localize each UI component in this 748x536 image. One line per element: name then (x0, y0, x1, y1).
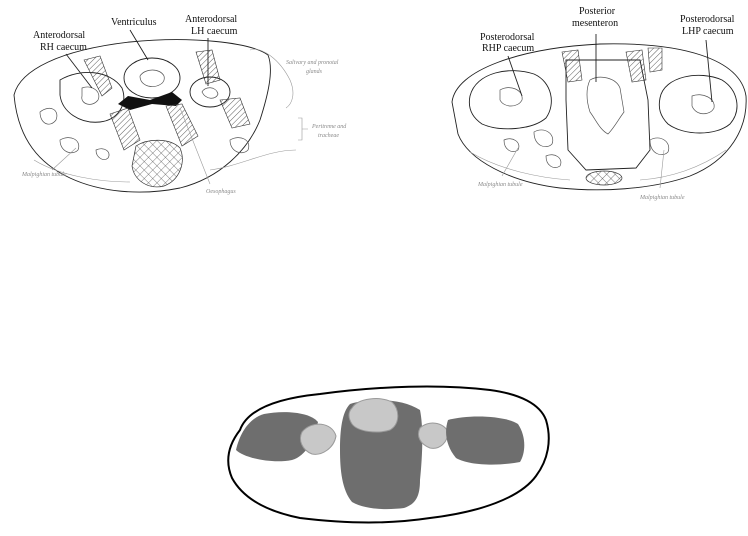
right-muscle-3 (648, 48, 662, 72)
right-lhp-inner (692, 95, 714, 114)
right-rhp-caecum (469, 71, 551, 129)
left-tubule-2 (60, 138, 79, 153)
label-posterodorsal-rhp-1: Posterodorsal (480, 32, 535, 43)
ventriculus-outer (124, 58, 180, 98)
left-ventral-fold (34, 160, 130, 182)
leader-ventriculus (130, 30, 148, 60)
label-salivary-1: Salivary and pronotal (286, 60, 339, 66)
label-posterodorsal-rhp-2: RHP caecum (482, 43, 534, 54)
left-tubule-4 (96, 149, 109, 160)
left-labels: Ventriculus Anterodorsal RH caecum Anter… (21, 14, 347, 195)
left-lh-inner (202, 88, 218, 99)
label-malpighian-right-1: Malpighian tubule (477, 182, 523, 188)
right-muscle-1 (562, 50, 582, 82)
schematic-diagram (228, 387, 549, 523)
leader-malpighian-left (52, 148, 76, 170)
left-ventral-fold-2 (210, 150, 296, 170)
right-ventral-fold-2 (640, 150, 726, 180)
right-tubule-2 (546, 155, 561, 168)
schematic-right-caecum (446, 417, 524, 465)
label-anterodorsal-rh-1: Anterodorsal (33, 30, 85, 41)
label-salivary-2: glands (306, 69, 323, 75)
label-posterior-mesenteron-1: Posterior (579, 6, 616, 17)
right-rhp-inner (500, 88, 522, 106)
right-muscle-2 (626, 50, 646, 82)
oesophagus-shape (132, 140, 182, 187)
label-malpighian-tubule: Malpighian tubule (21, 172, 67, 178)
right-body-outline (452, 44, 746, 190)
schematic-left-oval (300, 424, 336, 454)
right-ventral-fold-1 (470, 152, 570, 180)
label-anterodorsal-lh-1: Anterodorsal (185, 14, 237, 25)
label-anterodorsal-lh-2: LH caecum (191, 26, 238, 37)
leader-rhp (508, 56, 522, 96)
label-oesophagus: Oesophagus (206, 189, 236, 195)
left-rh-inner (82, 87, 99, 104)
left-muscle-5 (220, 98, 250, 128)
leader-oesophagus (180, 108, 210, 184)
right-tubule-4 (504, 139, 519, 152)
ventral-nerve-cord (586, 171, 622, 185)
salivary-gland-outline (250, 49, 293, 108)
label-posterior-mesenteron-2: mesenteron (572, 18, 618, 29)
leader-malpighian-r1 (502, 148, 518, 176)
leader-lhp (706, 40, 712, 102)
label-posterodorsal-lhp-2: LHP caecum (682, 26, 734, 37)
label-peritreme-1: Peritreme and (311, 124, 347, 130)
label-malpighian-right-2: Malpighian tubule (639, 195, 685, 201)
label-posterodorsal-lhp-1: Posterodorsal (680, 14, 735, 25)
right-lhp-caecum (659, 75, 737, 133)
schematic-right-oval (418, 423, 448, 448)
peritreme-bracket (298, 118, 308, 140)
posterior-mesenteron-inner (587, 77, 624, 134)
right-leader-lines (502, 34, 712, 188)
right-tubule-1 (534, 130, 553, 147)
label-anterodorsal-rh-2: RH caecum (40, 42, 87, 53)
label-peritreme-2: tracheae (318, 133, 339, 139)
ventriculus-inner (140, 70, 164, 87)
right-tubule-3 (650, 138, 669, 155)
left-section-drawing (14, 40, 308, 192)
left-muscle-2 (110, 108, 140, 150)
label-ventriculus: Ventriculus (111, 17, 157, 28)
left-muscle-3 (166, 104, 198, 146)
leader-malpighian-r2 (660, 150, 664, 188)
schematic-central-oval (349, 399, 398, 432)
right-section-drawing (452, 44, 746, 190)
left-muscle-1 (84, 56, 112, 96)
left-tubule-1 (40, 108, 57, 124)
